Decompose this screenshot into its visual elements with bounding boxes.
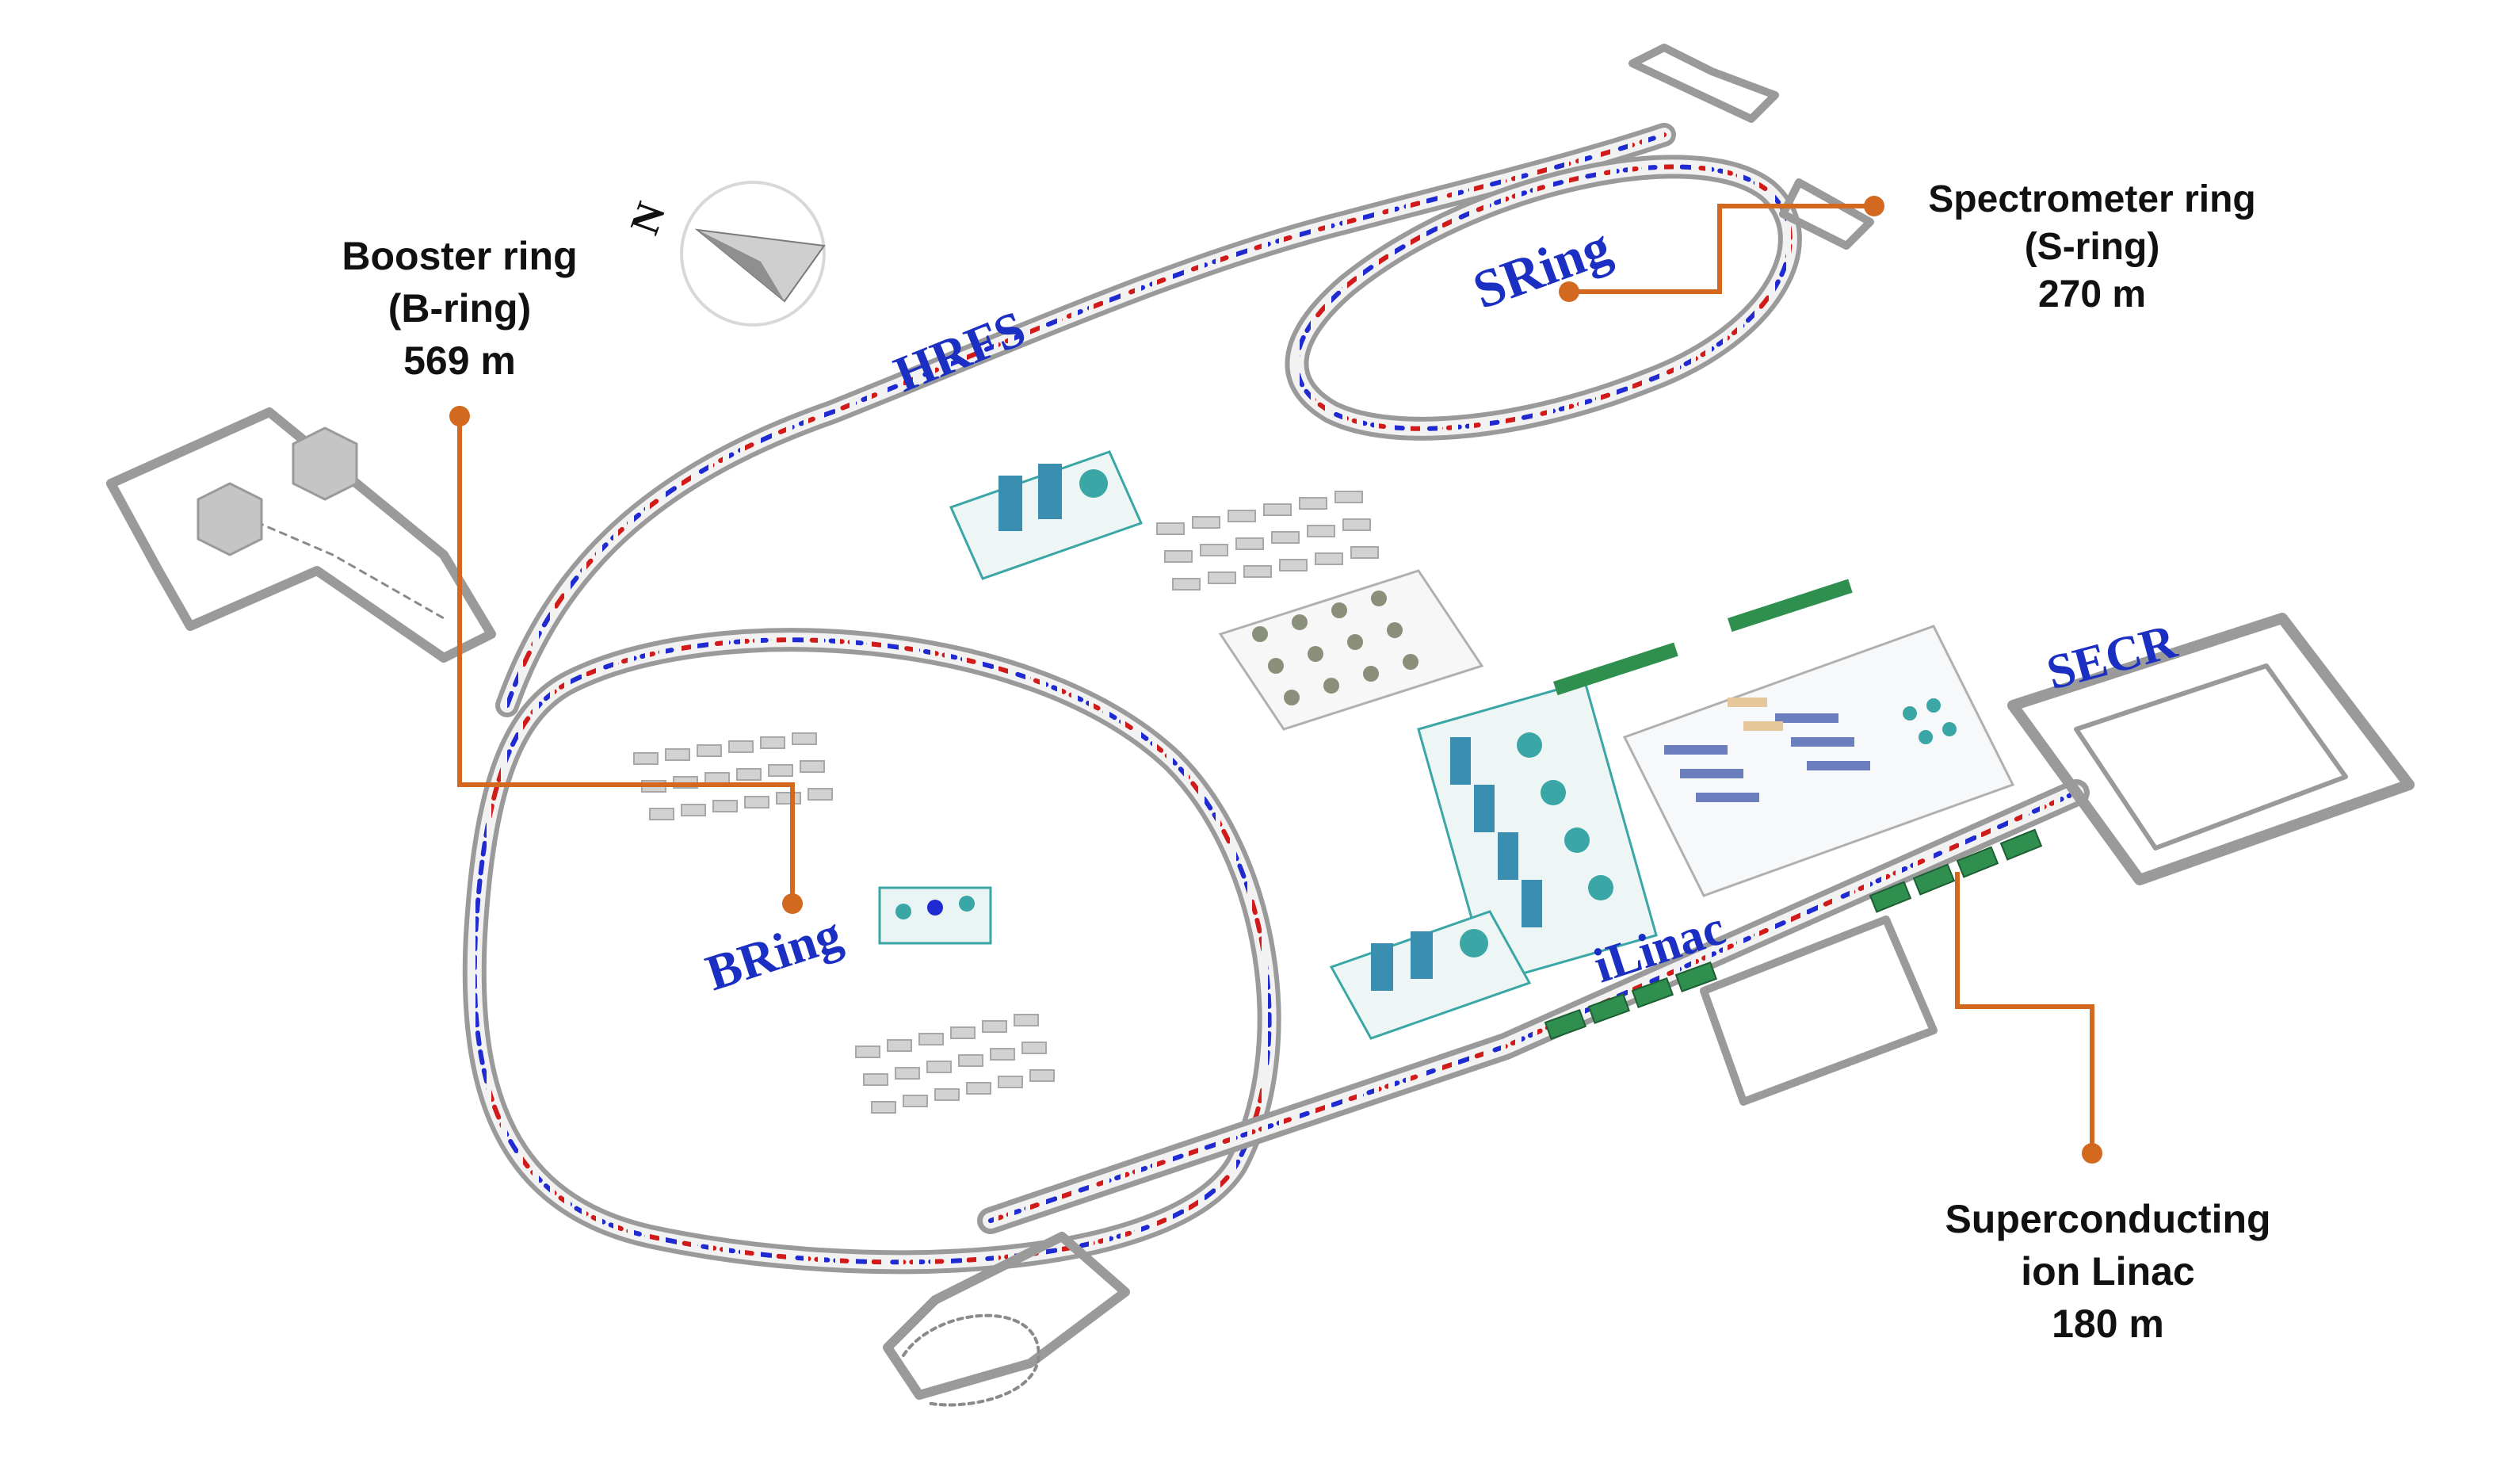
linac-side-room — [1700, 915, 1938, 1106]
linac-callout-line3: 180 m — [2052, 1302, 2164, 1346]
central-rack-group — [1156, 491, 1379, 591]
secr-label: SECR — [2041, 614, 2183, 701]
bring-rack-group-lower — [855, 1014, 1055, 1114]
cryo-plant-lower — [1329, 910, 1532, 1040]
linac-callout: Superconducting ion Linac 180 m — [1894, 1193, 2322, 1350]
linac-cavities — [1544, 828, 2043, 1040]
booster-callout-line3: 569 m — [403, 338, 516, 383]
sring-tunnel — [1285, 44, 1874, 441]
spectrometer-callout-dot-right — [1864, 196, 1884, 216]
cryo-plant-upper — [949, 450, 1144, 580]
booster-callout-dot-bottom — [782, 893, 803, 914]
bring-rack-group-upper — [633, 732, 833, 820]
hrfs-tunnel — [495, 123, 1676, 717]
spectrometer-callout-line2: (S-ring) — [2024, 226, 2160, 268]
linac-power-racks — [1553, 579, 2015, 897]
linac-callout-line1: Superconducting — [1945, 1197, 2271, 1241]
linac-tunnel — [977, 779, 2090, 1234]
spectrometer-callout-line1: Spectrometer ring — [1928, 178, 2256, 220]
sring-label: SRing — [1465, 216, 1618, 320]
booster-callout-line2: (B-ring) — [388, 286, 532, 331]
spectrometer-ring-callout: Spectrometer ring (S-ring) 270 m — [1886, 176, 2298, 319]
bring-equipment-cluster — [878, 886, 992, 945]
linac-callout-dot-bottom — [2082, 1143, 2102, 1164]
booster-callout-dot-top — [449, 406, 470, 426]
hrfs-label: HRFS — [887, 300, 1033, 403]
secr-building — [2007, 613, 2415, 885]
tunnel-outlines — [106, 44, 2415, 1407]
booster-ring-callout: Booster ring (B-ring) 569 m — [301, 230, 618, 387]
compass-north-label: N — [622, 197, 674, 240]
ilinac-label: iLinac — [1587, 900, 1732, 993]
lower-loop-tunnel — [883, 1232, 1130, 1407]
cooling-units-grid — [1218, 569, 1484, 731]
spectrometer-callout-line — [1569, 204, 1874, 294]
target-area-tunnel — [106, 407, 496, 663]
spectrometer-callout-dot-left — [1559, 281, 1579, 302]
bring-tunnel — [462, 628, 1281, 1275]
bring-label: BRing — [699, 905, 848, 1001]
booster-callout-line1: Booster ring — [342, 234, 578, 278]
equipment-blocks — [633, 450, 2043, 1114]
cryo-plant-column — [1417, 680, 1658, 984]
linac-callout-line — [1955, 872, 2094, 1153]
spectrometer-callout-line3: 270 m — [2037, 273, 2147, 315]
linac-callout-line2: ion Linac — [2021, 1249, 2195, 1294]
booster-callout-line — [457, 416, 795, 904]
compass — [680, 181, 826, 327]
